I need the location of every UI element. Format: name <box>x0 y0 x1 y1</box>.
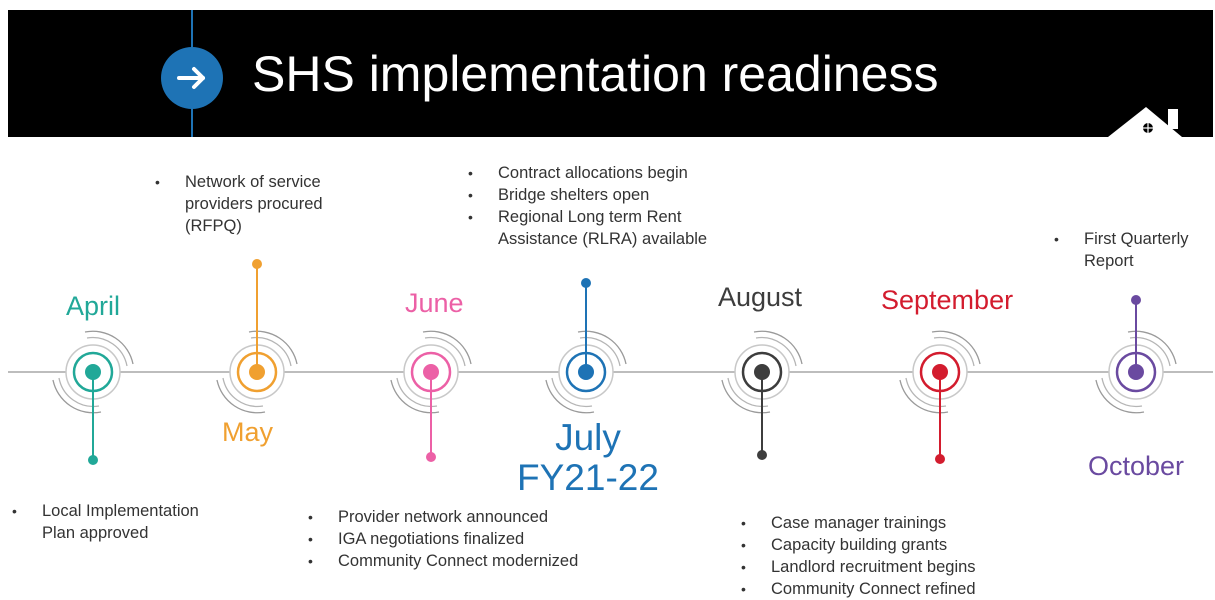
august-bullet-list: Case manager trainings Capacity building… <box>741 512 1041 600</box>
may-bullet-list: Network of service providers procured (R… <box>155 171 355 237</box>
month-label-april: April <box>66 291 121 321</box>
list-item: IGA negotiations finalized <box>308 528 598 550</box>
month-label-july: July FY21-22 <box>503 418 673 498</box>
list-item: Landlord recruitment begins <box>741 556 1041 578</box>
milestone-node-april <box>52 330 134 465</box>
milestone-node-may <box>216 259 298 414</box>
milestone-node-july <box>545 278 627 414</box>
list-item: Regional Long term Rent Assistance (RLRA… <box>468 206 738 250</box>
month-label-october: October <box>1088 451 1185 481</box>
page-title: SHS implementation readiness <box>252 46 939 102</box>
october-bullet-list: First Quarterly Report <box>1054 228 1214 272</box>
list-item: Local Implementation Plan approved <box>12 500 234 544</box>
house-icon <box>1108 107 1182 137</box>
list-item: Provider network announced <box>308 506 598 528</box>
milestone-node-august <box>721 330 803 460</box>
month-label-may: May <box>222 417 274 447</box>
fiscal-year-label: FY21-22 <box>517 457 659 498</box>
month-label-august: August <box>718 282 803 312</box>
month-label-september: September <box>881 285 1014 315</box>
milestone-node-september <box>899 330 981 464</box>
arrow-right-icon <box>161 47 223 109</box>
list-item: Case manager trainings <box>741 512 1041 534</box>
list-item: Bridge shelters open <box>468 184 738 206</box>
june-bullet-list: Provider network announced IGA negotiati… <box>308 506 598 572</box>
month-label-june: June <box>405 288 464 318</box>
july-bullet-list: Contract allocations begin Bridge shelte… <box>468 162 738 250</box>
list-item: Contract allocations begin <box>468 162 738 184</box>
list-item: First Quarterly Report <box>1054 228 1214 272</box>
april-bullet-list: Local Implementation Plan approved <box>12 500 234 544</box>
list-item: Community Connect refined <box>741 578 1041 600</box>
milestone-node-october <box>1095 295 1177 414</box>
july-month-name: July <box>555 417 621 458</box>
milestone-node-june <box>390 330 472 462</box>
list-item: Network of service providers procured (R… <box>155 171 355 237</box>
list-item: Community Connect modernized <box>308 550 598 572</box>
list-item: Capacity building grants <box>741 534 1041 556</box>
